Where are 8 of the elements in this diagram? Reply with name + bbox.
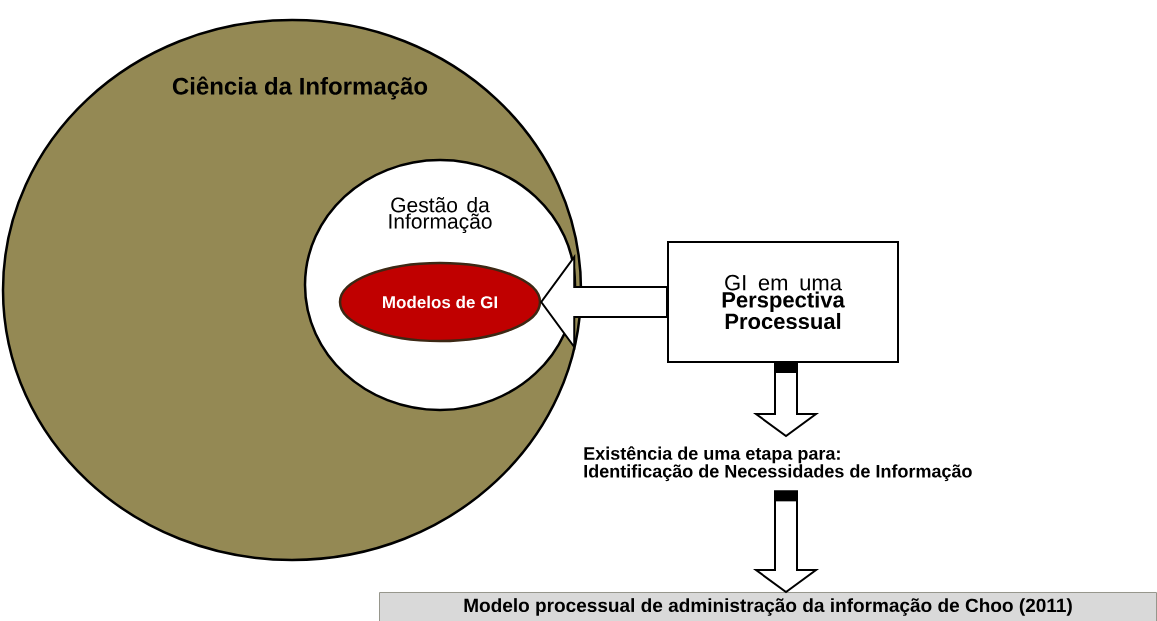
block-arrow <box>752 490 820 594</box>
block-arrow <box>752 362 820 438</box>
model-bar: Modelo processual de administração da informação de Choo (2011) <box>379 592 1157 621</box>
step-text: Existência de uma etapa para: Identificação de Necessidades de Informação <box>584 446 972 482</box>
circle-title: Gestão da Informação <box>389 196 492 234</box>
block-arrow <box>540 253 668 351</box>
circle-title: Ciência da Informação <box>172 76 428 100</box>
process-box: GI em uma Perspectiva Processual <box>667 241 899 363</box>
